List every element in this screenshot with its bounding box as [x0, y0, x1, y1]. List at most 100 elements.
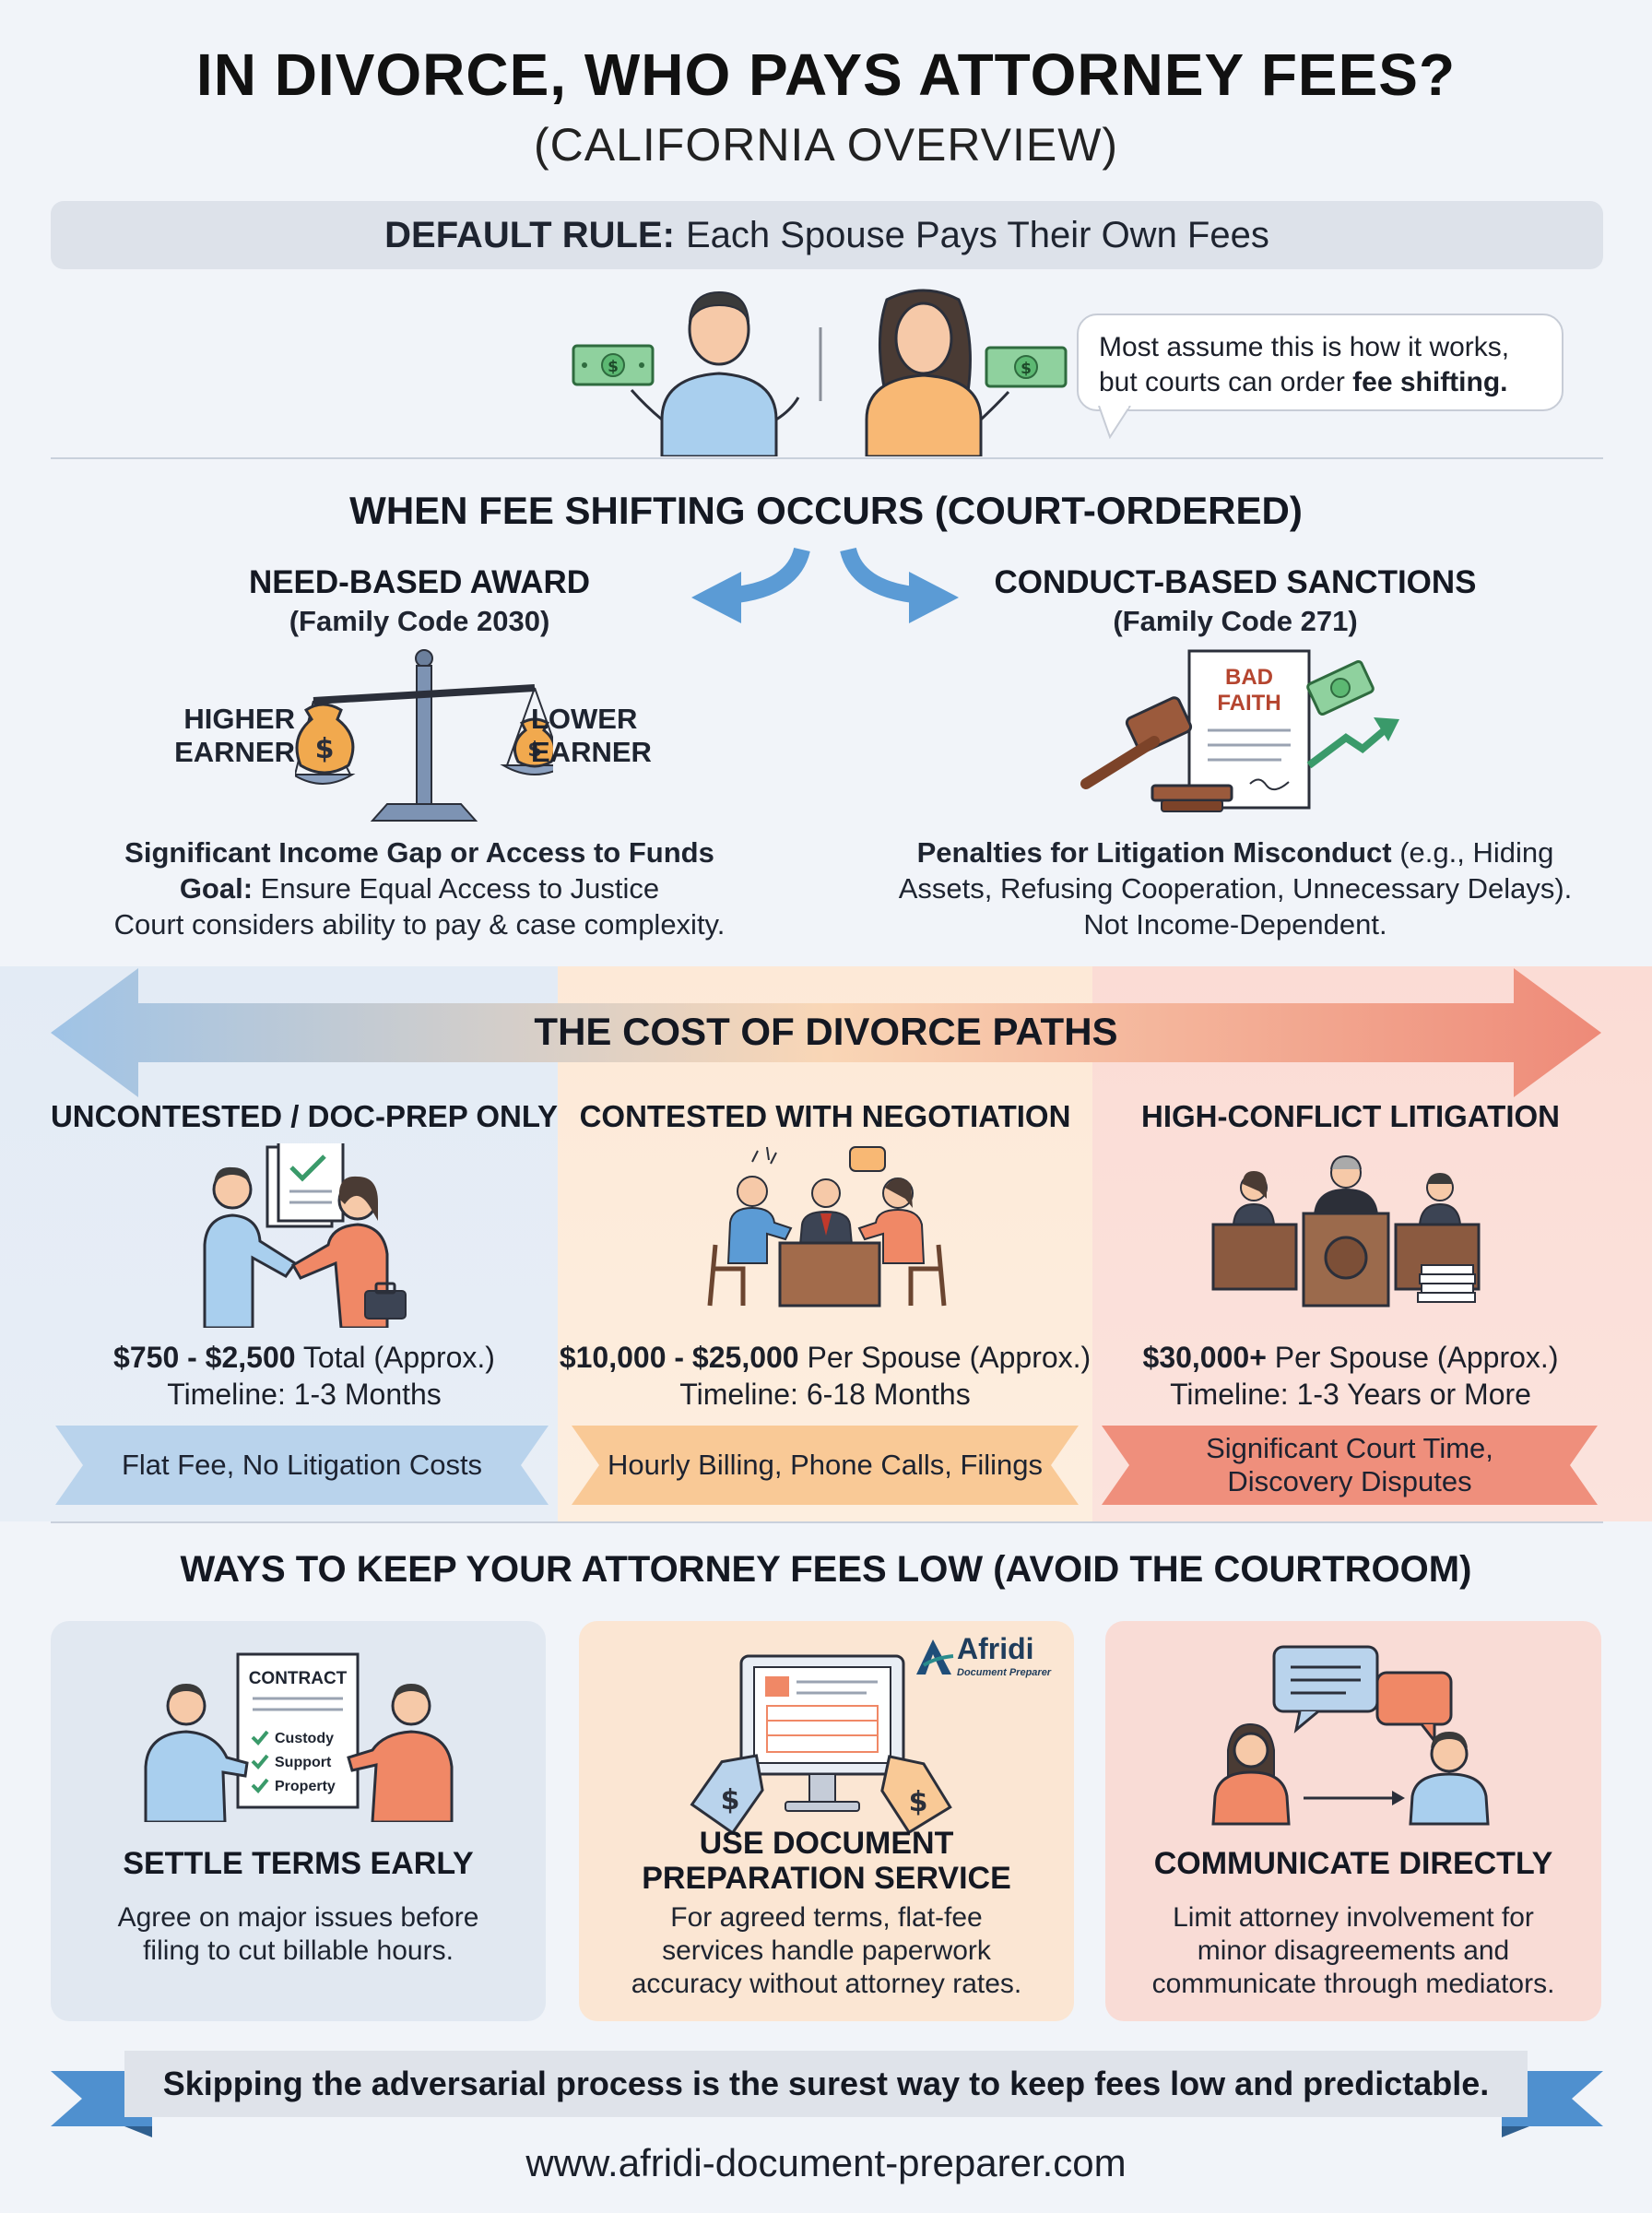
cost-amount: $750 - $2,500: [113, 1341, 296, 1374]
lower-label: LOWER: [531, 703, 638, 735]
timeline: Timeline: 6-18 Months: [679, 1378, 971, 1411]
svg-text:$: $: [909, 1786, 928, 1818]
ribbon-text: Hourly Billing, Phone Calls, Filings: [607, 1449, 1044, 1481]
tip-title-communicate: COMMUNICATE DIRECTLY: [1105, 1846, 1601, 1881]
fee-shifting-heading: WHEN FEE SHIFTING OCCURS (COURT-ORDERED): [349, 489, 1303, 532]
need-based-title: NEED-BASED AWARD: [248, 564, 591, 600]
path-title-high-conflict: HIGH-CONFLICT LITIGATION: [1141, 1099, 1560, 1133]
cost-paths-heading: THE COST OF DIVORCE PATHS: [534, 1010, 1118, 1053]
footer-banner: Skipping the adversarial process is the …: [124, 2051, 1528, 2117]
cost-basis: Total (Approx.): [295, 1341, 495, 1374]
ribbon-uncontested: Flat Fee, No Litigation Costs: [55, 1426, 549, 1505]
need-goal: Goal: Ensure Equal Access to Justice: [83, 870, 756, 906]
arrow-icon: [1304, 1791, 1405, 1805]
cost-line: $30,000+ Per Spouse (Approx.): [1092, 1339, 1609, 1376]
svg-text:$: $: [315, 733, 335, 765]
bubble-tail: [1098, 406, 1131, 439]
price-tag-icon: $: [880, 1755, 952, 1835]
website-url[interactable]: www.afridi-document-preparer.com: [525, 2141, 1127, 2184]
tip-title-line-2: PREPARATION SERVICE: [642, 1861, 1011, 1896]
computer-icon: [739, 1654, 905, 1812]
cost-amount: $10,000 - $25,000: [559, 1341, 799, 1374]
tip-title-settle: SETTLE TERMS EARLY: [51, 1846, 546, 1881]
money-icon: $: [572, 344, 655, 386]
ribbon-contested: Hourly Billing, Phone Calls, Filings: [572, 1426, 1079, 1505]
tip-title-line-1: USE DOCUMENT: [699, 1826, 954, 1861]
communication-illustration: [1211, 1645, 1490, 1826]
contract-title: CONTRACT: [249, 1669, 348, 1688]
path-cost-uncontested: $750 - $2,500 Total (Approx.) Timeline: …: [37, 1339, 572, 1413]
bubble-line-1: Most assume this is how it works,: [1099, 332, 1510, 362]
need-based-description: Significant Income Gap or Access to Fund…: [83, 834, 756, 942]
section-divider: [51, 1521, 1603, 1523]
svg-text:$: $: [721, 1784, 740, 1817]
briefcase-icon: [364, 1282, 407, 1320]
split-arrows: [691, 547, 959, 623]
cost-amount: $30,000+: [1142, 1341, 1267, 1374]
need-based-code: (Family Code 2030): [289, 605, 550, 637]
logo-name: Afridi: [957, 1632, 1034, 1665]
page-subtitle: (CALIFORNIA OVERVIEW): [533, 119, 1119, 171]
conduct-based-description: Penalties for Litigation Misconduct (e.g…: [862, 834, 1609, 942]
arrow-icon: [691, 547, 810, 623]
doc-label-faith: FAITH: [1217, 691, 1280, 716]
need-line-3: Court considers ability to pay & case co…: [113, 908, 726, 941]
path-title-uncontested: UNCONTESTED / DOC-PREP ONLY: [50, 1099, 559, 1133]
person-icon: [630, 290, 800, 456]
handshake-icon: [203, 1143, 407, 1328]
chat-bubble-icon: [1375, 1671, 1453, 1746]
higher-label: HIGHER: [183, 703, 295, 735]
person-icon: [1409, 1732, 1490, 1826]
gavel-icon: [1080, 696, 1233, 812]
scale-icon: $ $: [295, 649, 553, 822]
tip-title-line-1: SETTLE TERMS EARLY: [123, 1846, 474, 1881]
afridi-logo: Afridi Document Preparer: [913, 1632, 1069, 1684]
ribbon-shape-red: [1102, 1426, 1598, 1505]
person-icon: [1211, 1722, 1291, 1826]
ribbon-shape-blue: [55, 1426, 549, 1505]
arrow-icon: [840, 547, 959, 623]
tip-desc-line-3: accuracy without attorney rates.: [631, 1969, 1022, 1999]
contract-item-custody: Custody: [275, 1731, 334, 1746]
ribbon-text: Flat Fee, No Litigation Costs: [121, 1449, 483, 1481]
conduct-line-2: Assets, Refusing Cooperation, Unnecessar…: [898, 872, 1573, 905]
bubble-line-2-text: but courts can order: [1099, 367, 1353, 397]
lower-earner-label: LOWER EARNER: [531, 703, 660, 769]
tips-heading: WAYS TO KEEP YOUR ATTORNEY FEES LOW (AVO…: [180, 1549, 1472, 1590]
earner-label: EARNER: [531, 736, 652, 768]
bad-faith-illustration: BAD FAITH: [1080, 649, 1399, 812]
contract-discussion-illustration: CONTRACT Custody Support Property: [144, 1652, 454, 1822]
path-cost-contested: $10,000 - $25,000 Per Spouse (Approx.) T…: [558, 1339, 1092, 1413]
money-bag-icon: $: [295, 703, 355, 775]
negotiation-table-icon: [707, 1146, 947, 1308]
timeline: Timeline: 1-3 Years or More: [1170, 1378, 1531, 1411]
conduct-based-title: CONDUCT-BASED SANCTIONS: [994, 564, 1477, 600]
need-goal-text: Ensure Equal Access to Justice: [253, 872, 660, 905]
timeline: Timeline: 1-3 Months: [167, 1378, 442, 1411]
cost-basis: Per Spouse (Approx.): [1266, 1341, 1559, 1374]
path-title-contested: CONTESTED WITH NEGOTIATION: [579, 1099, 1071, 1133]
page-title: IN DIVORCE, WHO PAYS ATTORNEY FEES?: [195, 41, 1457, 108]
bubble-line-2: but courts can order fee shifting.: [1099, 365, 1541, 400]
svg-text:$: $: [608, 358, 619, 376]
tip-desc-communicate: Limit attorney involvement for minor dis…: [1105, 1901, 1601, 2001]
person-icon: [347, 1684, 454, 1822]
tip-desc-line-1: For agreed terms, flat-fee: [670, 1902, 983, 1933]
tip-desc-doc-prep: For agreed terms, flat-fee services hand…: [579, 1901, 1074, 2001]
tip-desc-line-2: services handle paperwork: [662, 1935, 991, 1966]
two-spouses-illustration: $ $: [572, 289, 1068, 456]
default-rule-text: Each Spouse Pays Their Own Fees: [685, 214, 1269, 255]
contract-icon: CONTRACT Custody Support Property: [236, 1652, 360, 1809]
svg-text:$: $: [527, 739, 541, 762]
person-icon: [144, 1684, 249, 1822]
tip-desc-line-2: minor disagreements and: [1197, 1935, 1510, 1966]
cost-line: $10,000 - $25,000 Per Spouse (Approx.): [558, 1339, 1092, 1376]
money-icon: $: [985, 346, 1068, 388]
cost-line: $750 - $2,500 Total (Approx.): [37, 1339, 572, 1376]
svg-text:$: $: [1021, 360, 1032, 378]
money-bag-icon: $: [513, 717, 553, 768]
conduct-based-code: (Family Code 271): [1113, 605, 1358, 637]
tip-desc-line-1: Limit attorney involvement for: [1173, 1902, 1534, 1933]
need-goal-label: Goal:: [179, 872, 254, 905]
tip-desc-line-2: filing to cut billable hours.: [143, 1935, 454, 1966]
